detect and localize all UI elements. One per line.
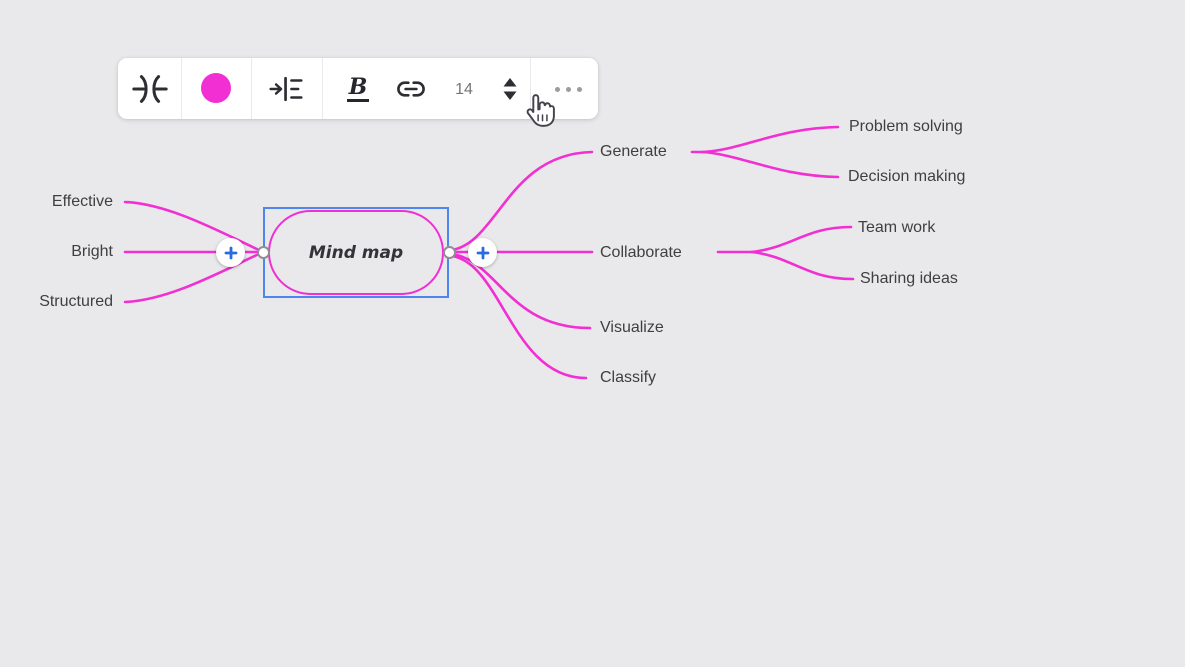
ellipsis-icon <box>554 86 582 92</box>
branch-label-bright[interactable]: Bright <box>71 243 113 260</box>
toolbar-divider <box>530 58 531 119</box>
connector-problem-solving <box>701 125 840 154</box>
branch-label-visualize[interactable]: Visualize <box>600 319 664 336</box>
font-size-stepper[interactable] <box>501 76 519 102</box>
connector-structured <box>123 252 261 304</box>
connector-team-work <box>750 225 853 254</box>
font-size-value: 14 <box>455 81 473 98</box>
root-node[interactable]: Mind map <box>268 210 444 295</box>
connector-classify <box>450 254 588 380</box>
indent-button[interactable] <box>265 70 307 108</box>
selection-handle-left[interactable] <box>257 246 270 259</box>
connector-sharing-ideas <box>750 250 855 281</box>
context-toolbar: B 14 <box>118 58 598 119</box>
arrow-down-icon[interactable] <box>503 91 517 101</box>
link-icon <box>397 81 425 97</box>
branch-label-problem-solving[interactable]: Problem solving <box>849 118 963 135</box>
toolbar-divider <box>322 58 323 119</box>
branch-label-effective[interactable]: Effective <box>51 193 113 210</box>
branch-label-team-work[interactable]: Team work <box>858 219 936 236</box>
color-button[interactable] <box>201 73 231 103</box>
branch-label-decision-making[interactable]: Decision making <box>848 168 966 185</box>
font-size-field[interactable]: 14 <box>448 80 480 100</box>
branch-label-generate[interactable]: Generate <box>600 143 667 160</box>
arrow-up-icon[interactable] <box>503 78 517 87</box>
branch-label-structured[interactable]: Structured <box>39 293 113 310</box>
toolbar-divider <box>181 58 182 119</box>
selection-handle-right[interactable] <box>443 246 456 259</box>
connector-generate <box>450 150 594 252</box>
bold-button[interactable]: B <box>342 70 374 108</box>
color-swatch-icon <box>201 73 231 103</box>
branch-style-icon <box>132 75 168 103</box>
branch-label-sharing-ideas[interactable]: Sharing ideas <box>860 270 958 287</box>
indent-icon <box>269 76 303 102</box>
stepper-arrows-icon <box>503 78 517 101</box>
plus-icon <box>224 246 237 259</box>
branch-label-collaborate[interactable]: Collaborate <box>600 244 682 261</box>
connector-visualize <box>450 252 592 330</box>
toolbar-divider <box>251 58 252 119</box>
add-branch-right-button[interactable] <box>468 238 497 267</box>
connector-decision-making <box>701 150 840 179</box>
branch-label-classify[interactable]: Classify <box>600 369 657 386</box>
connector-effective <box>123 200 261 252</box>
branch-style-button[interactable] <box>129 69 171 109</box>
more-options-button[interactable] <box>546 81 590 97</box>
add-branch-left-button[interactable] <box>216 238 245 267</box>
bold-icon: B <box>346 74 370 102</box>
link-button[interactable] <box>390 71 432 107</box>
plus-icon <box>476 246 489 259</box>
